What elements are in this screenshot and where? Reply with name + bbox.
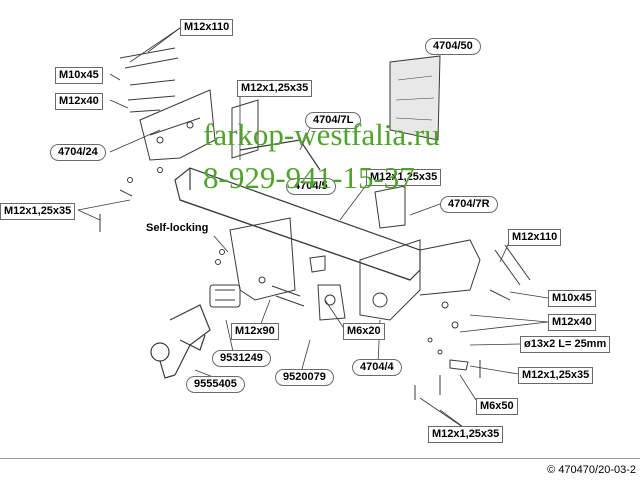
label-m12x125x35-right: M12x1,25x35 [518, 367, 594, 384]
label-m12x110-right: M12x110 [508, 229, 562, 246]
label-9555405: 9555405 [186, 376, 245, 393]
label-m12x125x35-mid: M12x1,25x35 [366, 169, 442, 186]
label-4704-7l: 4704/7L [305, 112, 362, 129]
label-m12x40-left: M12x40 [55, 93, 103, 110]
watermark-phone: 8-929-941-15-37 [203, 160, 415, 195]
label-m10x45-left: M10x45 [55, 67, 103, 84]
label-m6x50: M6x50 [476, 398, 518, 415]
label-m12x110-top: M12x110 [180, 19, 234, 36]
right-side-plate [359, 239, 481, 321]
label-self-locking: Self-locking [146, 222, 209, 234]
label-diameter-13x2: ø13x2 L= 25mm [520, 336, 611, 353]
label-4704-5: 4704/5 [286, 178, 336, 195]
watermark-site: farkop-westfalia.ru [203, 117, 440, 152]
label-m12x90: M12x90 [231, 323, 279, 340]
hardware-lower [215, 249, 443, 355]
label-m6x20: M6x20 [343, 323, 385, 340]
label-9531249: 9531249 [212, 350, 271, 367]
left-bracket-4704-24 [139, 89, 216, 161]
bolts-left [99, 47, 179, 232]
label-4704-24: 4704/24 [50, 144, 106, 161]
label-4704-4: 4704/4 [352, 359, 402, 376]
ball-mount-9555405 [150, 304, 211, 379]
label-m12x40-right: M12x40 [548, 314, 596, 331]
label-m12x125x35-bottom: M12x1,25x35 [428, 426, 504, 443]
bracket-4704-7l [231, 99, 259, 159]
label-m12x125x35-top: M12x1,25x35 [237, 80, 313, 97]
label-m10x45-right: M10x45 [548, 290, 596, 307]
label-4704-50: 4704/50 [425, 38, 481, 55]
left-side-plate [229, 217, 296, 301]
lock-9531249 [209, 284, 241, 308]
footer-divider [0, 458, 640, 459]
label-9520079: 9520079 [275, 369, 334, 386]
label-4704-7r: 4704/7R [440, 196, 498, 213]
bolts-right [414, 244, 531, 400]
socket-holder-9520079 [309, 255, 346, 321]
copyright: © 470470/20-03-2 [547, 464, 636, 476]
label-m12x125x35-left: M12x1,25x35 [0, 203, 76, 220]
cover-plate-4704-50 [389, 55, 441, 141]
bracket-4704-7r [374, 185, 406, 229]
